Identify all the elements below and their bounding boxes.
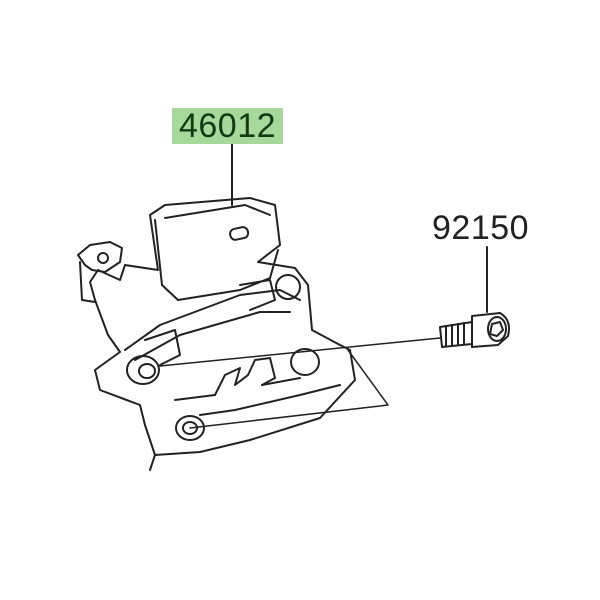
bolt-part-92150 xyxy=(439,312,510,348)
bracket-part-46012 xyxy=(77,197,356,471)
part-number-label-92150[interactable]: 92150 xyxy=(432,209,530,247)
leader-line-bolt-lower xyxy=(189,349,389,429)
part-number-label-46012[interactable]: 46012 xyxy=(172,108,283,144)
leader-line-bolt-upper xyxy=(159,337,441,367)
